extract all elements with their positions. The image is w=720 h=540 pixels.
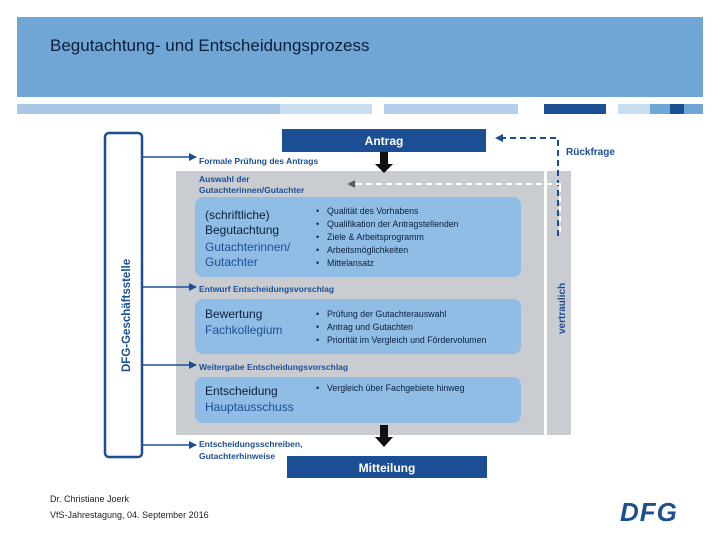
bullet-dot: • <box>316 258 319 268</box>
begutachtung-box <box>195 197 521 277</box>
bullet-text: Qualifikation der Antragstellenden <box>327 219 459 229</box>
header-stripe-2 <box>280 104 372 114</box>
bullet-dot: • <box>316 309 319 319</box>
step-entscheidungsschreiben-line1: Entscheidungsschreiben, <box>199 439 302 449</box>
bullet-text: Prüfung der Gutachterauswahl <box>327 309 446 319</box>
bullet-dot: • <box>316 383 319 393</box>
bullet-text: Qualität des Vorhabens <box>327 206 419 216</box>
geschaeftsstelle-label: DFG-Geschäftsstelle <box>121 259 133 372</box>
bullet-text: Mittelansatz <box>327 258 374 268</box>
header-stripe-5 <box>518 104 544 114</box>
bewertung-box <box>195 299 521 354</box>
step-entwurf: Entwurf Entscheidungsvorschlag <box>199 284 334 294</box>
step-entscheidungsschreiben-line2: Gutachterhinweise <box>199 451 275 461</box>
begutachtung-line4: Gutachter <box>205 255 258 269</box>
header-stripe-6 <box>544 104 606 114</box>
header-stripe-11 <box>684 104 703 114</box>
entscheidung-bullets: • Vergleich über Fachgebiete hinweg <box>316 383 465 393</box>
antrag-box <box>282 129 486 152</box>
mitteilung-box <box>287 456 487 478</box>
bullet-dot: • <box>316 219 319 229</box>
bewertung-bullets: • Prüfung der Gutachterauswahl • Antrag … <box>316 309 486 345</box>
header-stripe-1 <box>17 104 280 114</box>
bullet-text: Ziele & Arbeitsprogramm <box>327 232 424 242</box>
bullet-dot: • <box>316 245 319 255</box>
down-arrow-2 <box>375 425 393 447</box>
down-arrow-1 <box>375 152 393 173</box>
bewertung-line1: Bewertung <box>205 307 262 321</box>
entscheidung-box <box>195 377 521 423</box>
footer-event: VfS-Jahrestagung, 04. September 2016 <box>50 510 209 520</box>
page-title: Begutachtung- und Entscheidungsprozess <box>50 36 370 55</box>
header-stripe-10 <box>670 104 684 114</box>
geschaeftsstelle-bar <box>103 131 144 459</box>
step-formale-pruefung: Formale Prüfung des Antrags <box>199 156 318 166</box>
bullet-dot: • <box>316 322 319 332</box>
header-stripe-4 <box>384 104 518 114</box>
header-stripe-8 <box>618 104 650 114</box>
bullet-text: Priorität im Vergleich und Fördervolumen <box>327 335 486 345</box>
header-stripe-7 <box>606 104 618 114</box>
header-stripe-9 <box>650 104 670 114</box>
header-bar <box>17 17 703 97</box>
entscheidung-line1: Entscheidung <box>205 384 278 398</box>
step-auswahl-line2: Gutachterinnen/Gutachter <box>199 185 305 195</box>
entscheidung-line2: Hauptausschuss <box>205 400 294 414</box>
begutachtung-line2: Begutachtung <box>205 223 279 237</box>
begutachtung-bullets: • Qualität des Vorhabens • Qualifikation… <box>316 206 459 268</box>
dfg-logo: DFG <box>620 497 678 527</box>
begutachtung-line1: (schriftliche) <box>205 208 270 222</box>
rueckfrage-label: Rückfrage <box>566 147 615 158</box>
bullet-dot: • <box>316 335 319 345</box>
header-stripe-3 <box>372 104 384 114</box>
footer-author: Dr. Christiane Joerk <box>50 494 130 504</box>
bullet-text: Antrag und Gutachten <box>327 322 413 332</box>
step-auswahl-line1: Auswahl der <box>199 174 250 184</box>
vertraulich-loop <box>347 180 561 188</box>
step-weitergabe: Weitergabe Entscheidungsvorschlag <box>199 362 348 372</box>
bullet-dot: • <box>316 232 319 242</box>
bullet-dot: • <box>316 206 319 216</box>
begutachtung-line3: Gutachterinnen/ <box>205 240 291 254</box>
mitteilung-label: Mitteilung <box>359 461 416 475</box>
vertraulich-label: vertraulich <box>557 283 568 334</box>
bewertung-line2: Fachkollegium <box>205 323 282 337</box>
rueckfrage-loop <box>495 134 559 236</box>
bullet-text: Arbeitsmöglichkeiten <box>327 245 408 255</box>
bullet-text: Vergleich über Fachgebiete hinweg <box>327 383 465 393</box>
antrag-label: Antrag <box>365 134 404 148</box>
